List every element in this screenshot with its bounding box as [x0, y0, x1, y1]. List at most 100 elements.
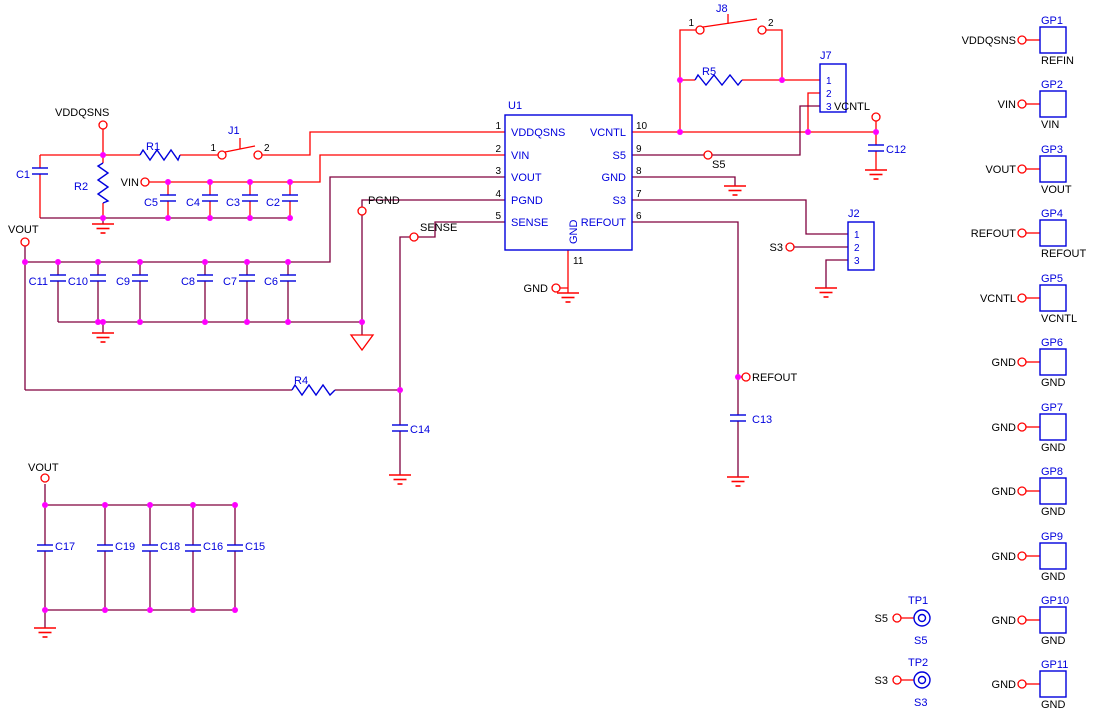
capacitor-c18[interactable]: C18: [141, 541, 180, 553]
capacitor-c2[interactable]: C2: [266, 194, 299, 209]
terminal-s5[interactable]: S5: [703, 150, 725, 171]
net-label: GND: [524, 283, 549, 295]
terminal-refout[interactable]: REFOUT: [741, 372, 798, 384]
terminal-s3[interactable]: S3: [770, 242, 795, 254]
terminal-vout-bottom[interactable]: VOUT: [28, 462, 59, 483]
gp-ref: GP5: [1041, 273, 1063, 285]
resistor-r2[interactable]: R2: [74, 162, 110, 204]
net-label: VOUT: [8, 224, 39, 236]
gp-ref: GP9: [1041, 531, 1063, 543]
pin-num-4: 4: [495, 189, 501, 200]
capacitor-c8[interactable]: C8: [181, 274, 214, 288]
capacitor-c9[interactable]: C9: [116, 274, 149, 288]
pin-name-vin: VIN: [511, 150, 529, 162]
gp-post-10[interactable]: GND GP10 GND: [992, 595, 1070, 647]
pin-name-vcntl: VCNTL: [590, 127, 626, 139]
ic-u1[interactable]: U1 VDDQSNS VIN VOUT PGND SENSE VCNTL S5 …: [495, 100, 647, 267]
gp-pin-label: GND: [1041, 571, 1066, 583]
gp-pin-label: GND: [1041, 377, 1066, 389]
capacitor-c3[interactable]: C3: [226, 194, 259, 209]
tp-net-label: S3: [875, 675, 888, 687]
capacitor-c15[interactable]: C15: [226, 541, 265, 553]
cap-ref: C2: [266, 197, 280, 209]
gp-post-5[interactable]: VCNTL GP5 VCNTL: [980, 273, 1077, 325]
capacitor-c12[interactable]: C12: [867, 144, 906, 156]
test-point-tp1[interactable]: S5 TP1 S5: [875, 595, 931, 647]
gp-post-7[interactable]: GND GP7 GND: [992, 402, 1067, 454]
terminal-gnd-u1[interactable]: GND: [524, 283, 561, 295]
capacitor-c13[interactable]: C13: [729, 414, 772, 426]
ground-icon: [726, 476, 750, 487]
capacitor-icon: [238, 274, 256, 282]
terminal-vout[interactable]: VOUT: [8, 224, 39, 247]
gp-post-8[interactable]: GND GP8 GND: [992, 466, 1067, 518]
switch-pin2: 2: [768, 18, 774, 29]
gp-post-3[interactable]: VOUT GP3 VOUT: [985, 144, 1071, 196]
capacitor-icon: [241, 194, 259, 202]
resistor-r4[interactable]: R4: [291, 375, 336, 397]
wire-vddqsns: [39, 129, 505, 218]
header-pin2: 2: [854, 243, 860, 254]
cap-ref: C12: [886, 144, 906, 156]
terminal-sense[interactable]: SENSE: [409, 222, 457, 242]
capacitor-c1[interactable]: C1: [16, 167, 49, 181]
gp-post-1[interactable]: VDDQSNS GP1 REFIN: [962, 15, 1074, 67]
resistor-r1[interactable]: R1: [139, 141, 181, 162]
terminal-vddqsns[interactable]: VDDQSNS: [55, 107, 109, 130]
capacitor-icon: [96, 544, 114, 552]
gp-post-11[interactable]: GND GP11 GND: [992, 659, 1069, 711]
terminal-vin[interactable]: VIN: [121, 177, 150, 189]
cap-ref: C7: [223, 276, 237, 288]
gp-net-label: VCNTL: [980, 293, 1016, 305]
gp-pin-label: VIN: [1041, 119, 1059, 131]
capacitor-c10[interactable]: C10: [68, 274, 107, 288]
wire-vin: [149, 154, 505, 218]
header-j2[interactable]: J2 1 2 3: [847, 208, 875, 271]
gp-net-label: GND: [992, 615, 1017, 627]
capacitor-c14[interactable]: C14: [391, 424, 430, 436]
gp-ref: GP8: [1041, 466, 1063, 478]
terminal-icon: [1017, 99, 1027, 109]
terminal-icon: [741, 372, 751, 382]
switch-j8[interactable]: J8 1 2: [688, 3, 774, 35]
terminal-vcntl[interactable]: VCNTL: [834, 101, 881, 122]
capacitor-icon: [184, 544, 202, 552]
net-label: REFOUT: [752, 372, 798, 384]
header-j7[interactable]: J7 1 2 3: [819, 50, 847, 113]
capacitor-icon: [279, 274, 297, 282]
ground-icon: [33, 627, 57, 638]
gp-post-6[interactable]: GND GP6 GND: [992, 337, 1067, 389]
gp-ref: GP6: [1041, 337, 1063, 349]
terminal-icon: [1017, 228, 1027, 238]
gp-post-2[interactable]: VIN GP2 VIN: [998, 79, 1067, 131]
terminal-icon: [551, 283, 561, 293]
gp-net-label: VIN: [998, 99, 1016, 111]
capacitor-c4[interactable]: C4: [186, 194, 219, 209]
cap-ref: C14: [410, 424, 430, 436]
gp-pin-label: REFOUT: [1041, 248, 1087, 260]
gp-post-9[interactable]: GND GP9 GND: [992, 531, 1067, 583]
cap-ref: C17: [55, 541, 75, 553]
pin-num-8: 8: [636, 166, 642, 177]
test-point-tp2[interactable]: S3 TP2 S3: [875, 657, 931, 709]
switch-ref: J1: [228, 125, 240, 137]
resistor-r5[interactable]: R5: [694, 66, 743, 87]
resistor-icon: [694, 73, 743, 87]
header-pin1: 1: [854, 230, 860, 241]
testpoint-icon-inner: [917, 613, 927, 623]
gp-pin-label: GND: [1041, 699, 1066, 711]
tp-net-label: S5: [875, 613, 888, 625]
terminal-icon: [40, 473, 50, 483]
capacitor-c5[interactable]: C5: [144, 194, 177, 209]
capacitor-c7[interactable]: C7: [223, 274, 256, 288]
capacitor-c6[interactable]: C6: [264, 274, 297, 288]
switch-j1[interactable]: J1 1 2: [210, 125, 270, 160]
cap-ref: C5: [144, 197, 158, 209]
gp-post-4[interactable]: REFOUT GP4 REFOUT: [971, 208, 1087, 260]
capacitor-c19[interactable]: C19: [96, 541, 135, 553]
capacitor-c16[interactable]: C16: [184, 541, 223, 553]
terminal-pgnd[interactable]: PGND: [357, 195, 400, 216]
capacitor-c17[interactable]: C17: [36, 541, 75, 553]
capacitor-c11[interactable]: C11: [29, 274, 67, 288]
